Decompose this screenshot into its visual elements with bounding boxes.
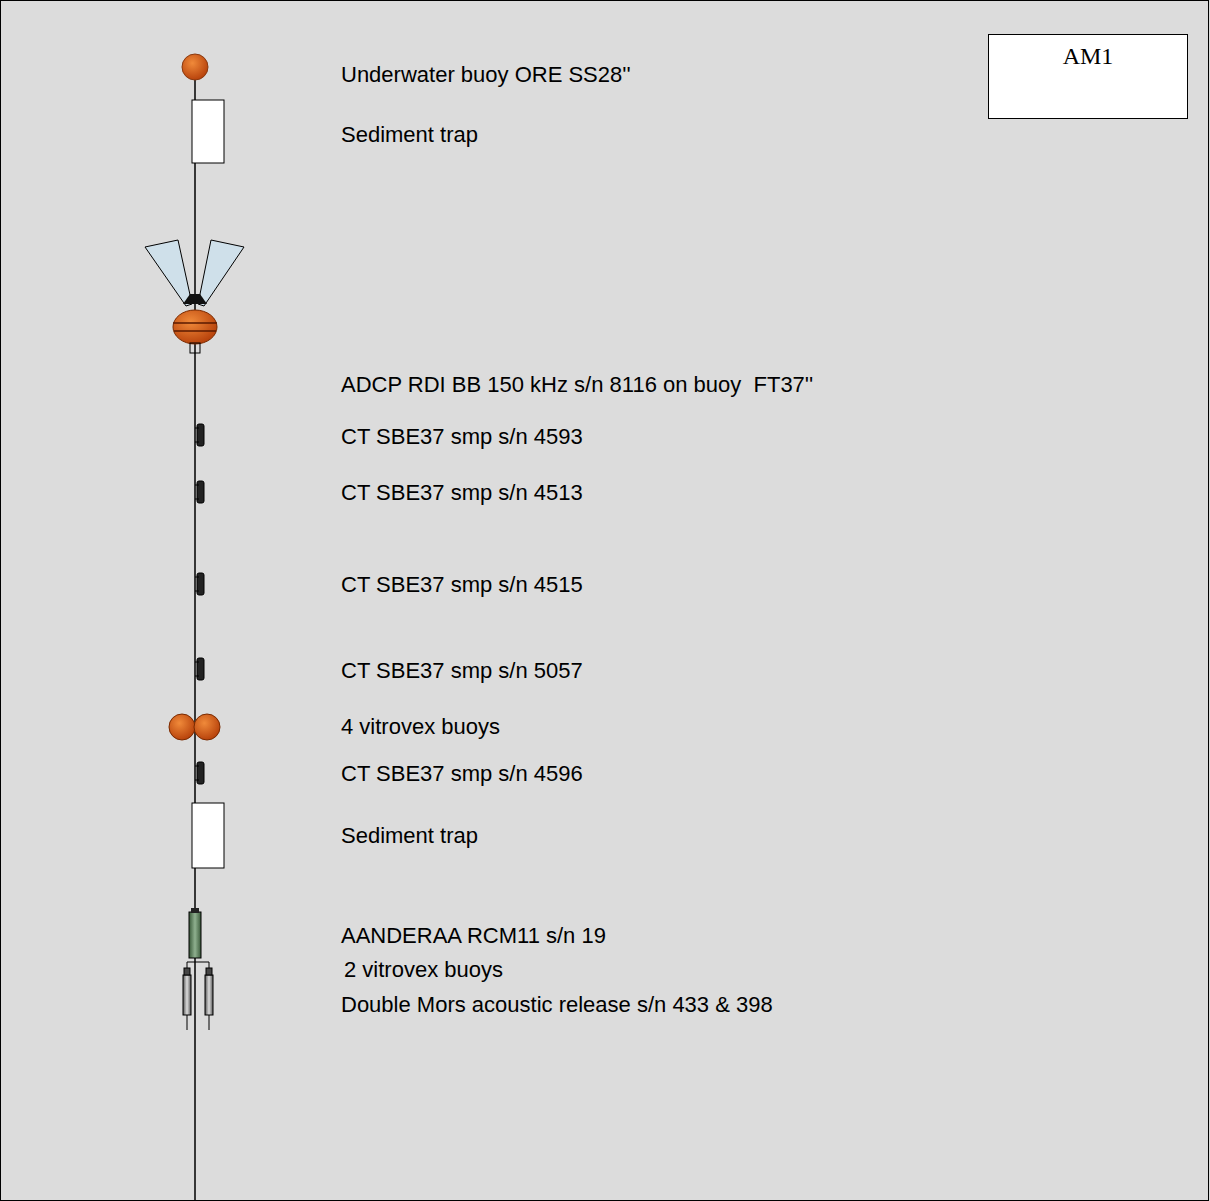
buoy-label: 2 vitrovex buoys [344,957,503,983]
buoy-label: 4 vitrovex buoys [341,714,500,740]
ct-label: CT SBE37 smp s/n 4513 [341,480,583,506]
mooring-id-box: AM1 [988,34,1188,119]
trap-label: Sediment trap [341,823,478,849]
ct-label: CT SBE37 smp s/n 5057 [341,658,583,684]
ct-label: CT SBE37 smp s/n 4596 [341,761,583,787]
ct-label: CT SBE37 smp s/n 4515 [341,572,583,598]
release-label: Double Mors acoustic release s/n 433 & 3… [341,992,773,1018]
adcp-label: ADCP RDI BB 150 kHz s/n 8116 on buoy FT3… [341,372,813,398]
ct-label: CT SBE37 smp s/n 4593 [341,424,583,450]
mooring-id: AM1 [1063,43,1114,70]
trap-label: Sediment trap [341,122,478,148]
buoy-label: Underwater buoy ORE SS28'' [341,62,631,88]
current-meter-label: AANDERAA RCM11 s/n 19 [341,923,606,949]
